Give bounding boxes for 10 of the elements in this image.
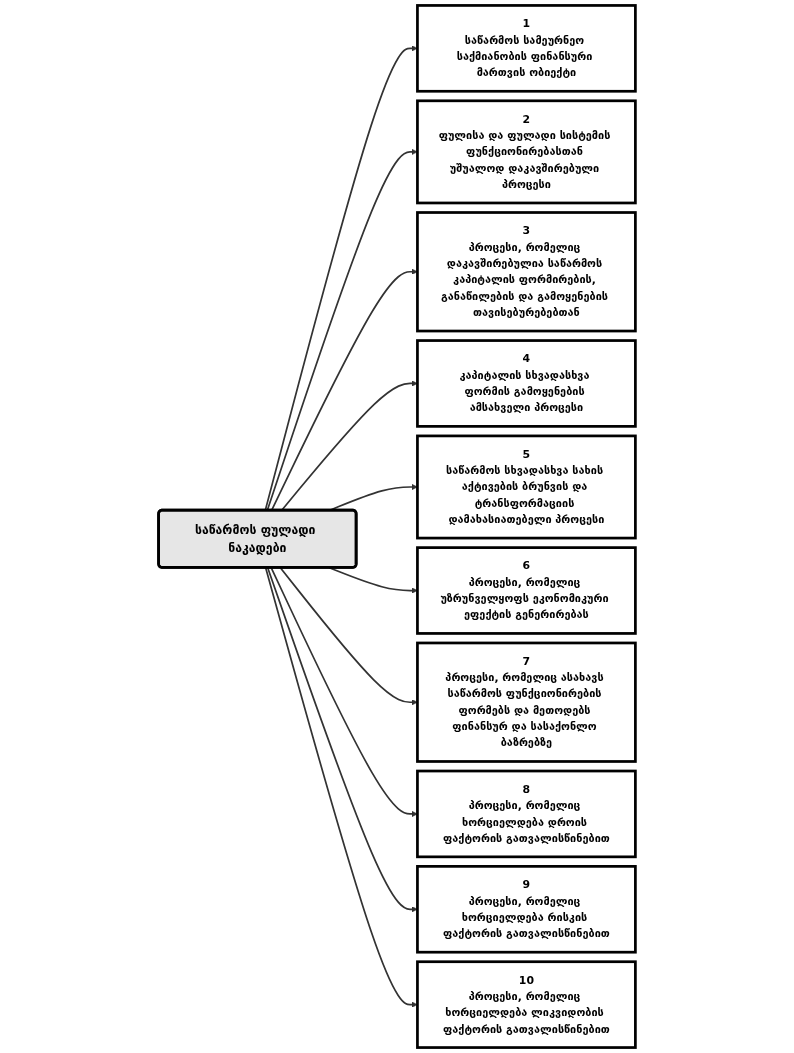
node-box: 8 პროცესი, რომელიც ხორციელდება დროის ფაქტორის გათვალისწინებით <box>416 769 637 859</box>
node-box: 6 პროცესი, რომელიც უზრუნველყოფს ეკონომიკური ეფექტის გენერირებას <box>416 546 637 635</box>
node-box: 10 პროცესი, რომელიც ხორციელდება ლიკვიდობის ფაქტორის გათვალისწინებით <box>416 960 637 1049</box>
node-box: 2 ფულისა და ფულადი სისტემის ფუნქციონირებასთან უშუალოდ დაკავშირებული პროცესი <box>416 99 637 205</box>
node-box: 7 პროცესი, რომელიც ასახავს საწარმოს ფუნქციონირების ფორმებს და მეთოდებს ფინანსურ და სასაქონლო ბაზრებზე <box>416 641 637 763</box>
node-box: 9 პროცესი, რომელიც ხორციელდება რისკის ფაქტორის გათვალისწინებით <box>416 865 637 954</box>
node-box: 5 საწარმოს სხვადასხვა სახის აქტივების ბრუნვის და ტრანსფორმაციის დამახასიათებელი პროცესი <box>416 434 637 540</box>
node-box: 4 კაპიტალის სხვადასხვა ფორმის გამოყენების ამსახველი პროცესი <box>416 339 637 428</box>
node-box: 3 პროცესი, რომელიც დაკავშირებულია საწარმოს კაპიტალის ფორმირების, განაწილების და გამოყენების თავისებურებებთან <box>416 211 637 333</box>
node-box: 1 საწარმოს სამეურნეო საქმიანობის ფინანსური მართვის ობიექტი <box>416 4 637 93</box>
